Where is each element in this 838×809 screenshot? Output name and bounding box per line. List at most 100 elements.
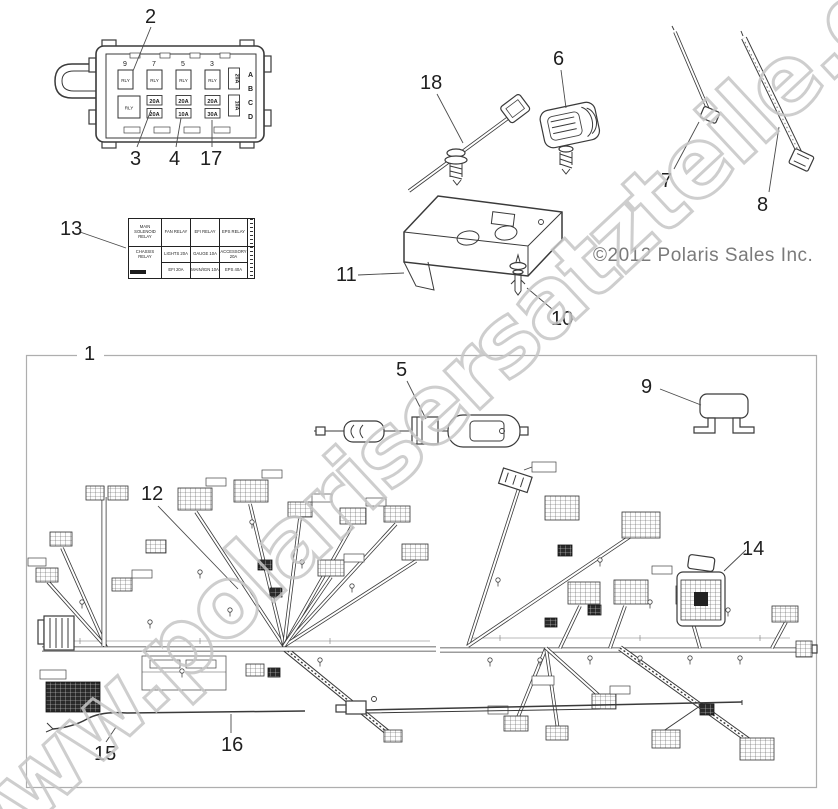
fuse-value: 10A: [178, 112, 188, 118]
relay-table-cell: CHASSIS RELAY: [128, 246, 162, 279]
relay-label: RLY: [150, 78, 159, 83]
connector-block: [795, 640, 813, 658]
fastener-symbol: [179, 668, 185, 678]
harness-left: [27, 469, 436, 743]
harness-right: [440, 461, 818, 761]
part-number-smudge: [130, 269, 146, 274]
relay-label: RLY: [179, 78, 188, 83]
fastener-symbol: [597, 557, 603, 567]
connector-block: [49, 531, 73, 547]
callout-11: 11: [336, 264, 357, 286]
side-fuse-value: 20A: [234, 74, 240, 84]
cavity-number: 9: [123, 61, 127, 68]
fuse-value: 20A: [178, 99, 188, 105]
connector-14: [676, 549, 747, 627]
fuse-value: 20A: [149, 112, 159, 118]
connector-block: [145, 539, 167, 554]
callout-3: 3: [130, 148, 142, 170]
connector-block: [383, 729, 403, 743]
relay-label: RLY: [121, 78, 130, 83]
cavity-number: 3: [210, 61, 214, 68]
relay-label: RLY: [208, 78, 217, 83]
connector-block: [503, 715, 529, 732]
pin-letter: B: [248, 86, 253, 93]
callout-2: 2: [145, 6, 157, 28]
copyright-text: ©2012 Polaris Sales Inc.: [593, 245, 814, 266]
mount-6: [539, 69, 601, 175]
callout-1: 1: [84, 343, 96, 365]
fuse-value: 20A: [207, 99, 217, 105]
callout-12: 12: [141, 483, 164, 505]
pin-letter: D: [248, 114, 253, 121]
connector-block: [621, 511, 661, 539]
fastener-symbol: [587, 655, 593, 665]
label-tag: [39, 669, 67, 680]
connector-block: [269, 587, 283, 598]
fastener-symbol: [299, 559, 305, 569]
connector-block: [107, 485, 129, 501]
connector-block: [111, 577, 133, 592]
side-fuse-value: 10A: [234, 101, 240, 111]
fastener-symbol: [495, 577, 501, 587]
connector-block: [267, 667, 281, 678]
connector-block: [177, 487, 213, 511]
fastener-symbol: [725, 607, 731, 617]
connector-block: [339, 507, 367, 525]
fastener-symbol: [197, 569, 203, 579]
connector-block: [591, 693, 617, 710]
fastener-symbol: [349, 583, 355, 593]
relay-label: RLY: [125, 106, 134, 111]
connector-block: [771, 605, 799, 623]
callout-18: 18: [420, 72, 443, 94]
rivet-10: [509, 253, 553, 310]
fastener-symbol: [647, 599, 653, 609]
connector-block: [651, 729, 681, 749]
border-box: [25, 354, 818, 789]
relay-table-cell: EFI RELAY: [190, 218, 220, 247]
relay-table-cell: LIGHTS 20A: [161, 246, 191, 263]
connector-block: [613, 579, 649, 605]
callout-13: 13: [60, 218, 83, 240]
connector-block: [739, 737, 775, 761]
callout-5: 5: [396, 359, 408, 381]
connector-block: [35, 567, 59, 583]
connector-block: [699, 703, 715, 716]
callout-10: 10: [551, 308, 574, 330]
cover-9: [659, 388, 755, 434]
connector-block: [401, 543, 429, 561]
fuse-holder-5: [314, 380, 529, 448]
fastener-symbol: [687, 655, 693, 665]
fastener-symbol: [147, 619, 153, 629]
strap-7: [671, 25, 721, 170]
wire-16: [230, 696, 743, 733]
relay-table-side-cell: [247, 246, 255, 279]
relay-table-cell: EFI 20A: [161, 262, 191, 279]
relay-table-cell: MAIN/IGN 10A: [190, 262, 220, 279]
callout-16: 16: [221, 734, 244, 756]
fastener-symbol: [227, 607, 233, 617]
connector-block: [544, 495, 580, 521]
wire-15: [45, 710, 306, 743]
connector-block: [545, 725, 569, 741]
fastener-symbol: [317, 657, 323, 667]
bracket-11: [357, 195, 563, 291]
cavity-number: 5: [181, 61, 185, 68]
callout-15: 15: [94, 743, 117, 765]
callout-8: 8: [757, 194, 769, 216]
fastener-symbol: [487, 657, 493, 667]
connector-block: [383, 505, 411, 523]
connector-block: [557, 544, 573, 557]
connector-block: [85, 485, 105, 501]
strap-8: [740, 30, 815, 193]
cable-tie-18: [407, 93, 531, 193]
relay-table-cell: FAN RELAY: [161, 218, 191, 247]
connector-block: [287, 501, 313, 518]
relay-table-cell: EPS RELAY: [219, 218, 248, 247]
connector-block: [245, 663, 265, 677]
fuse-box: 9 7 5 3 RLY RLY RLY RLY RLY 20A 20A 20A …: [54, 26, 272, 149]
cavity-number: 7: [152, 61, 156, 68]
relay-table-cell: EPS 40A: [219, 262, 248, 279]
callout-6: 6: [553, 48, 565, 70]
callout-17: 17: [200, 148, 223, 170]
